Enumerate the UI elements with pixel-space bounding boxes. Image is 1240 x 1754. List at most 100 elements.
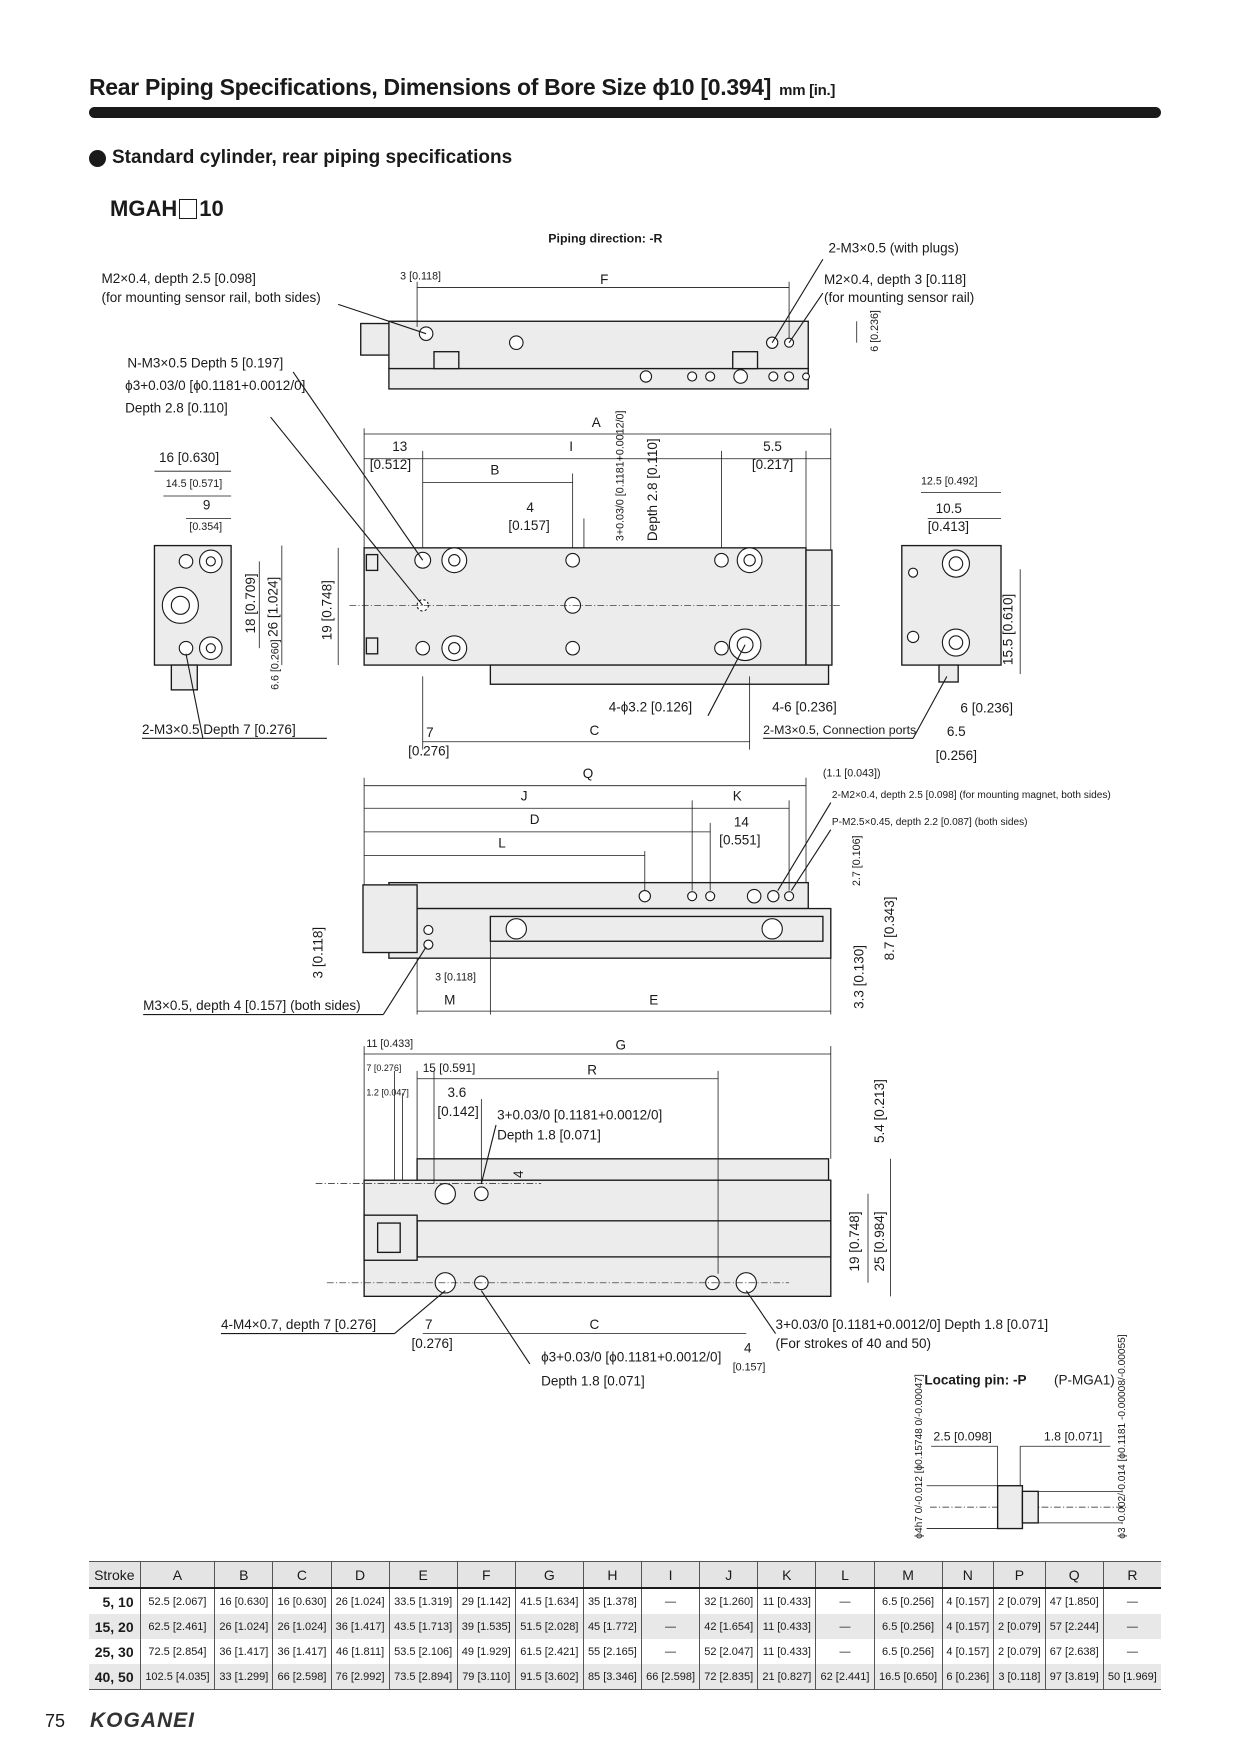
table-cell: 11 [0.433]: [757, 1639, 816, 1664]
table-cell: —: [815, 1588, 875, 1614]
dimension-label: ϕ3+0.03/0 [ϕ0.1181+0.0012/0]: [125, 378, 305, 393]
table-cell: 16.5 [0.650]: [873, 1664, 943, 1690]
dimension-label: 3+0.03/0 [0.1181+0.0012/0]: [614, 411, 626, 542]
table-cell: 97 [3.819]: [1044, 1664, 1104, 1690]
title-text: Rear Piping Specifications, Dimensions o…: [89, 74, 772, 100]
table-cell: 62.5 [2.461]: [139, 1614, 215, 1639]
table-cell: —: [1102, 1639, 1161, 1664]
dimension-label: 4: [526, 500, 534, 515]
dimension-label: 9: [203, 498, 211, 513]
table-cell: 36 [1.417]: [330, 1614, 390, 1639]
table-cell: 26 [1.024]: [272, 1614, 332, 1639]
dimension-label: C: [590, 1317, 600, 1332]
dimension-label: [0.276]: [408, 743, 449, 758]
dimension-label: 15.5 [0.610]: [1000, 594, 1015, 665]
dimension-label: 5.5: [763, 439, 782, 454]
dimension-label: L: [498, 836, 506, 851]
table-cell: 33.5 [1.319]: [388, 1588, 458, 1614]
table-cell: 42 [1.654]: [699, 1614, 758, 1639]
table-cell: 39 [1.535]: [456, 1614, 516, 1639]
table-cell: 43.5 [1.713]: [388, 1614, 458, 1639]
column-header: R: [1102, 1561, 1161, 1589]
model-suffix: 10: [199, 196, 224, 221]
table-cell: 62 [2.441]: [815, 1664, 875, 1690]
table-cell: 2 [0.079]: [993, 1588, 1046, 1614]
table-cell: 11 [0.433]: [757, 1588, 816, 1614]
table-cell: 61.5 [2.421]: [514, 1639, 584, 1664]
dimension-label: 15 [0.591]: [423, 1061, 476, 1075]
table-cell: 45 [1.772]: [582, 1614, 642, 1639]
dimension-label: (for mounting sensor rail): [824, 290, 974, 305]
table-cell: 6.5 [0.256]: [873, 1614, 943, 1639]
table-cell: 33 [1.299]: [214, 1664, 273, 1690]
table-cell: 55 [2.165]: [582, 1639, 642, 1664]
table-cell: 72.5 [2.854]: [139, 1639, 215, 1664]
dimension-label: [0.354]: [189, 521, 222, 533]
column-header: Stroke: [89, 1561, 141, 1589]
dimension-label: K: [733, 788, 742, 803]
dimension-label: 2-M3×0.5 Depth 7 [0.276]: [142, 722, 296, 737]
table-cell: 2 [0.079]: [993, 1639, 1046, 1664]
page-number: 75: [45, 1711, 66, 1731]
table-cell: —: [640, 1614, 700, 1639]
dimension-label: 6 [0.236]: [869, 310, 881, 352]
dimension-label: Piping direction: -R: [548, 231, 662, 245]
dimension-label: 4: [511, 1170, 526, 1178]
table-cell: 3 [0.118]: [993, 1664, 1046, 1690]
table-cell: 51.5 [2.028]: [514, 1614, 584, 1639]
column-header: C: [272, 1561, 332, 1589]
column-header: G: [514, 1561, 584, 1589]
stroke-cell: 40, 50: [89, 1664, 141, 1690]
table-cell: 53.5 [2.106]: [388, 1639, 458, 1664]
view-locating-pin: Locating pin: -P (P-MGA1) 2.5 [0.098] 1.…: [914, 1334, 1128, 1538]
view-main: N-M3×0.5 Depth 5 [0.197] ϕ3+0.03/0 [ϕ0.1…: [125, 355, 1021, 763]
dimension-label: A: [592, 415, 601, 430]
table-cell: 6 [0.236]: [941, 1664, 994, 1690]
dimension-label: ϕ3+0.03/0 [ϕ0.1181+0.0012/0]: [541, 1350, 721, 1365]
dimension-label: 7: [426, 725, 434, 740]
dimension-label: [0.551]: [719, 832, 760, 847]
table-cell: 46 [1.811]: [330, 1639, 390, 1664]
table-cell: —: [815, 1614, 875, 1639]
dimension-label: Depth 2.8 [0.110]: [125, 401, 228, 416]
table-cell: 26 [1.024]: [214, 1614, 273, 1639]
table-cell: 102.5 [4.035]: [139, 1664, 215, 1690]
table-cell: —: [640, 1588, 700, 1614]
brand-logo: KOGANEI: [90, 1709, 196, 1732]
dimension-label: 3.6: [448, 1085, 467, 1100]
column-header: F: [456, 1561, 516, 1589]
table-cell: 4 [0.157]: [941, 1614, 994, 1639]
unit-label: mm [in.]: [779, 82, 836, 99]
table-cell: 11 [0.433]: [757, 1614, 816, 1639]
table-cell: 66 [2.598]: [272, 1664, 332, 1690]
dimension-label: 1.8 [0.071]: [1044, 1430, 1103, 1444]
dimension-label: 16 [0.630]: [159, 450, 219, 465]
table-cell: —: [1102, 1614, 1161, 1639]
title-rule: [89, 107, 1161, 118]
dimension-label: 3 [0.118]: [400, 271, 441, 283]
dimension-label: 7: [425, 1317, 433, 1332]
dimension-label: 4-M4×0.7, depth 7 [0.276]: [221, 1317, 376, 1332]
dimension-label: J: [521, 788, 528, 803]
dimension-label: 26 [1.024]: [265, 577, 280, 637]
table-cell: 85 [3.346]: [582, 1664, 642, 1690]
column-header: H: [582, 1561, 642, 1589]
dimension-label: [0.157]: [733, 1362, 766, 1374]
view-bottom: 11 [0.433] G 7 [0.276] 15 [0.591] R 1.2 …: [221, 1037, 1048, 1388]
dimension-label: [0.256]: [936, 748, 977, 763]
model-prefix: MGAH: [110, 196, 178, 221]
dimension-label: 5.4 [0.213]: [872, 1079, 887, 1143]
section-heading-text: Standard cylinder, rear piping specifica…: [112, 147, 513, 168]
table-cell: 49 [1.929]: [456, 1639, 516, 1664]
table-cell: 32 [1.260]: [699, 1588, 758, 1614]
table-cell: 6.5 [0.256]: [873, 1639, 943, 1664]
dimension-label: [0.512]: [370, 457, 411, 472]
dimension-label: P-M2.5×0.45, depth 2.2 [0.087] (both sid…: [832, 817, 1028, 828]
dimension-label: 2-M3×0.5, Connection ports: [763, 723, 916, 737]
dimension-label: 3+0.03/0 [0.1181+0.0012/0]: [497, 1107, 662, 1122]
table-cell: 21 [0.827]: [757, 1664, 816, 1690]
